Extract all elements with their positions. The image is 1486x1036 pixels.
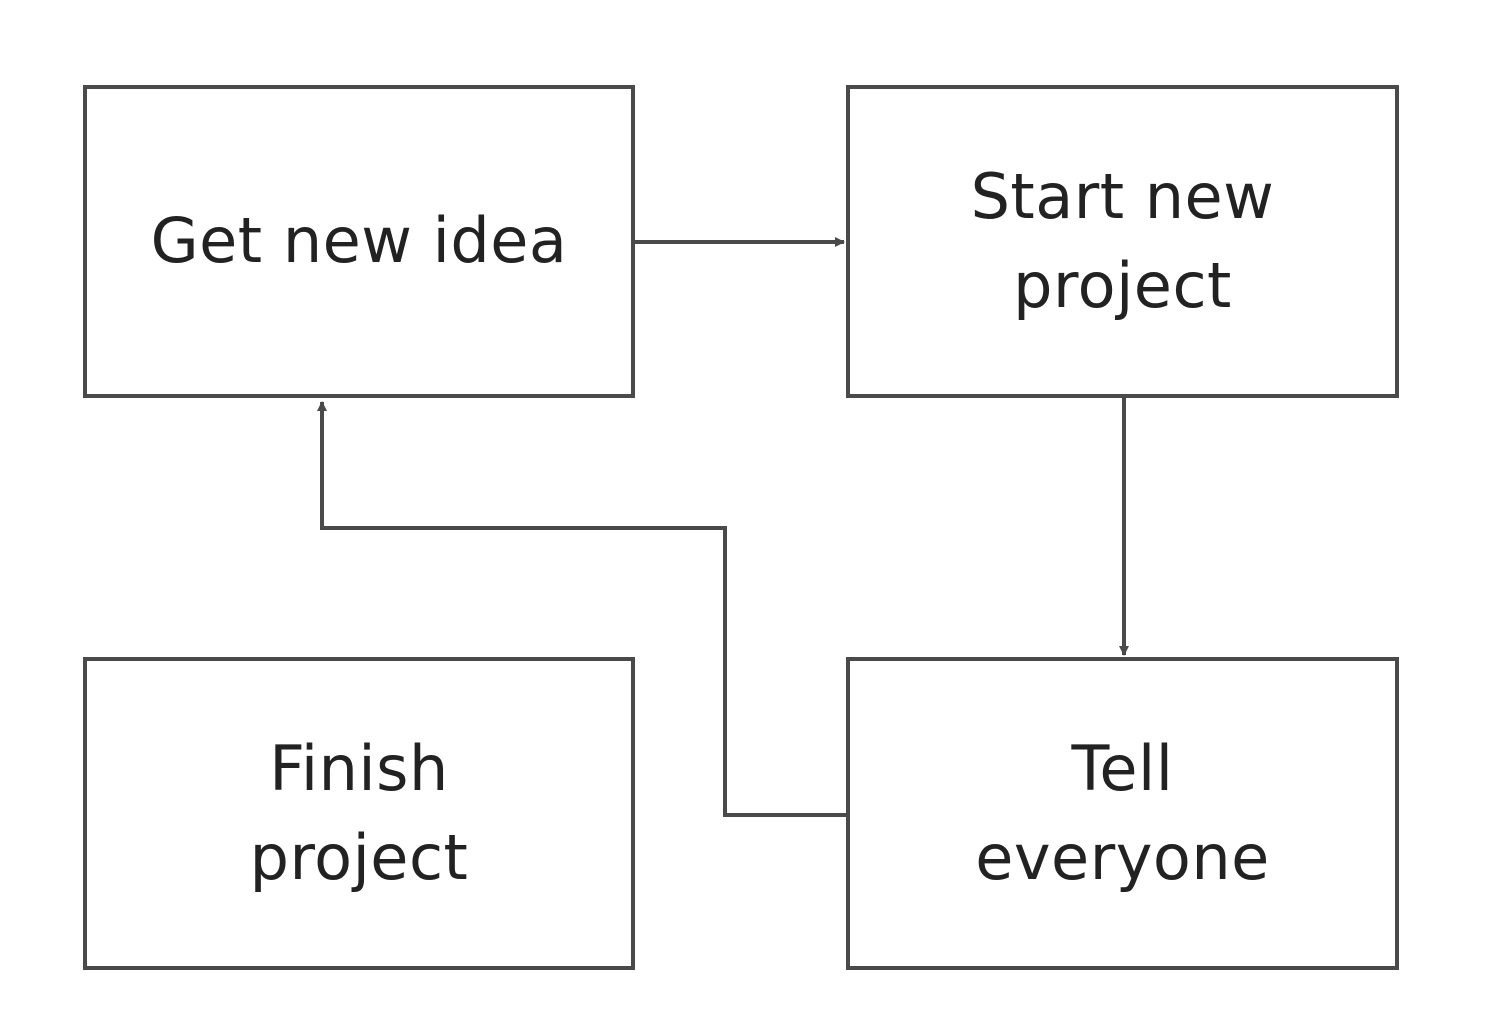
node-start-new-project-line-2: project — [1013, 248, 1232, 322]
node-get-new-idea: Get new idea — [83, 85, 635, 398]
node-get-new-idea-line-1: Get new idea — [150, 204, 568, 278]
node-tell-everyone-line-1: Tell — [1071, 732, 1174, 806]
node-start-new-project: Start new project — [846, 85, 1399, 398]
edge-tell-everyone-to-get-idea — [317, 401, 846, 817]
node-start-new-project-line-1: Start new — [970, 160, 1275, 234]
node-tell-everyone: Tell everyone — [846, 657, 1399, 970]
node-tell-everyone-line-2: everyone — [975, 820, 1270, 894]
node-finish-project: Finish project — [83, 657, 635, 970]
node-finish-project-line-2: project — [249, 820, 469, 894]
node-finish-project-line-1: Finish — [269, 732, 449, 806]
